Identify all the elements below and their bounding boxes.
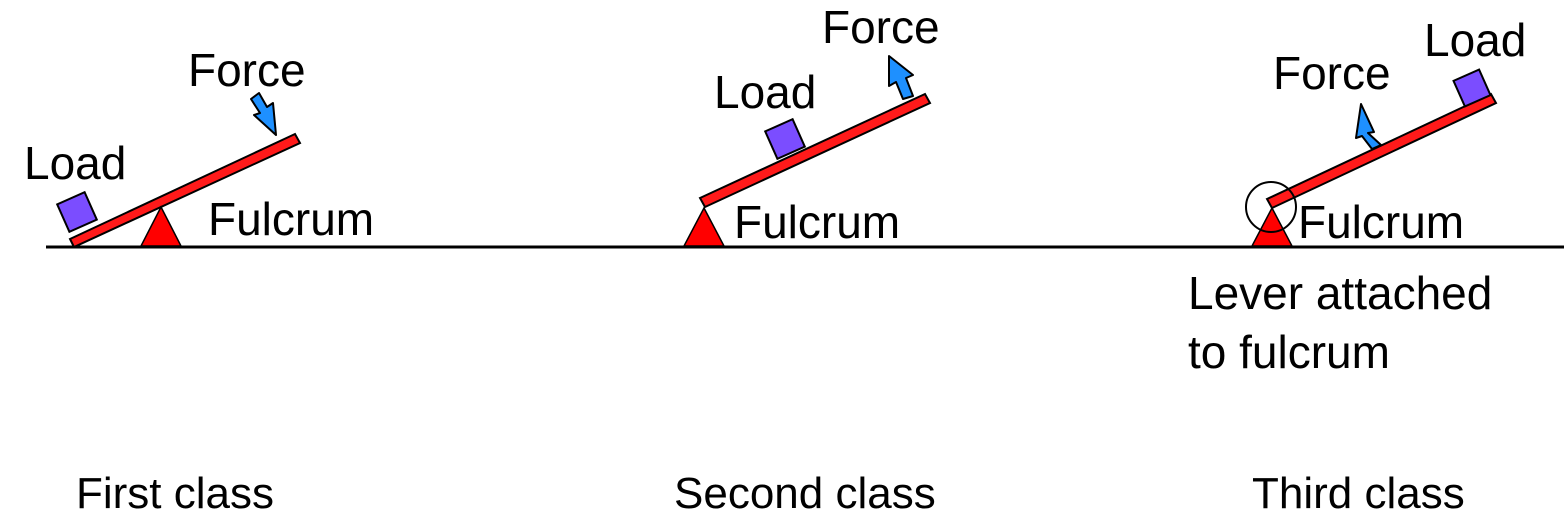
second-class-lever (698, 92, 932, 209)
first-class-fulcrum-label: Fulcrum (208, 193, 374, 245)
third-class-force-arrow (1355, 103, 1382, 150)
third-class-attachment-circle (1245, 181, 1297, 233)
third-class-force-label: Force (1273, 47, 1391, 99)
first-class-load-box (55, 190, 99, 234)
first-class-fulcrum (139, 205, 183, 247)
second-class-force-label: Force (822, 1, 940, 53)
first-class-panel: Load Force Fulcrum First class (24, 44, 374, 518)
second-class-fulcrum (682, 206, 726, 247)
third-class-lever (1265, 92, 1498, 210)
first-class-caption: First class (76, 469, 274, 518)
second-class-caption: Second class (674, 469, 936, 518)
first-class-force-arrow (250, 92, 277, 136)
first-class-force-label: Force (188, 44, 306, 96)
first-class-load-label: Load (24, 137, 126, 189)
second-class-panel: Load Force Fulcrum Second class (674, 1, 940, 518)
third-class-caption: Third class (1252, 469, 1465, 518)
third-class-fulcrum-label: Fulcrum (1298, 196, 1464, 248)
second-class-load-box (763, 117, 807, 161)
third-class-note-line2: to fulcrum (1188, 326, 1390, 378)
third-class-fulcrum (1250, 206, 1294, 247)
third-class-panel: Load Force Fulcrum Lever attached to ful… (1188, 14, 1526, 518)
third-class-note-line1: Lever attached (1188, 267, 1492, 319)
second-class-force-arrow (888, 55, 914, 100)
second-class-load-label: Load (714, 66, 816, 118)
first-class-lever (68, 132, 302, 249)
third-class-load-label: Load (1424, 14, 1526, 66)
second-class-fulcrum-label: Fulcrum (734, 196, 900, 248)
third-class-load-box (1452, 68, 1492, 108)
